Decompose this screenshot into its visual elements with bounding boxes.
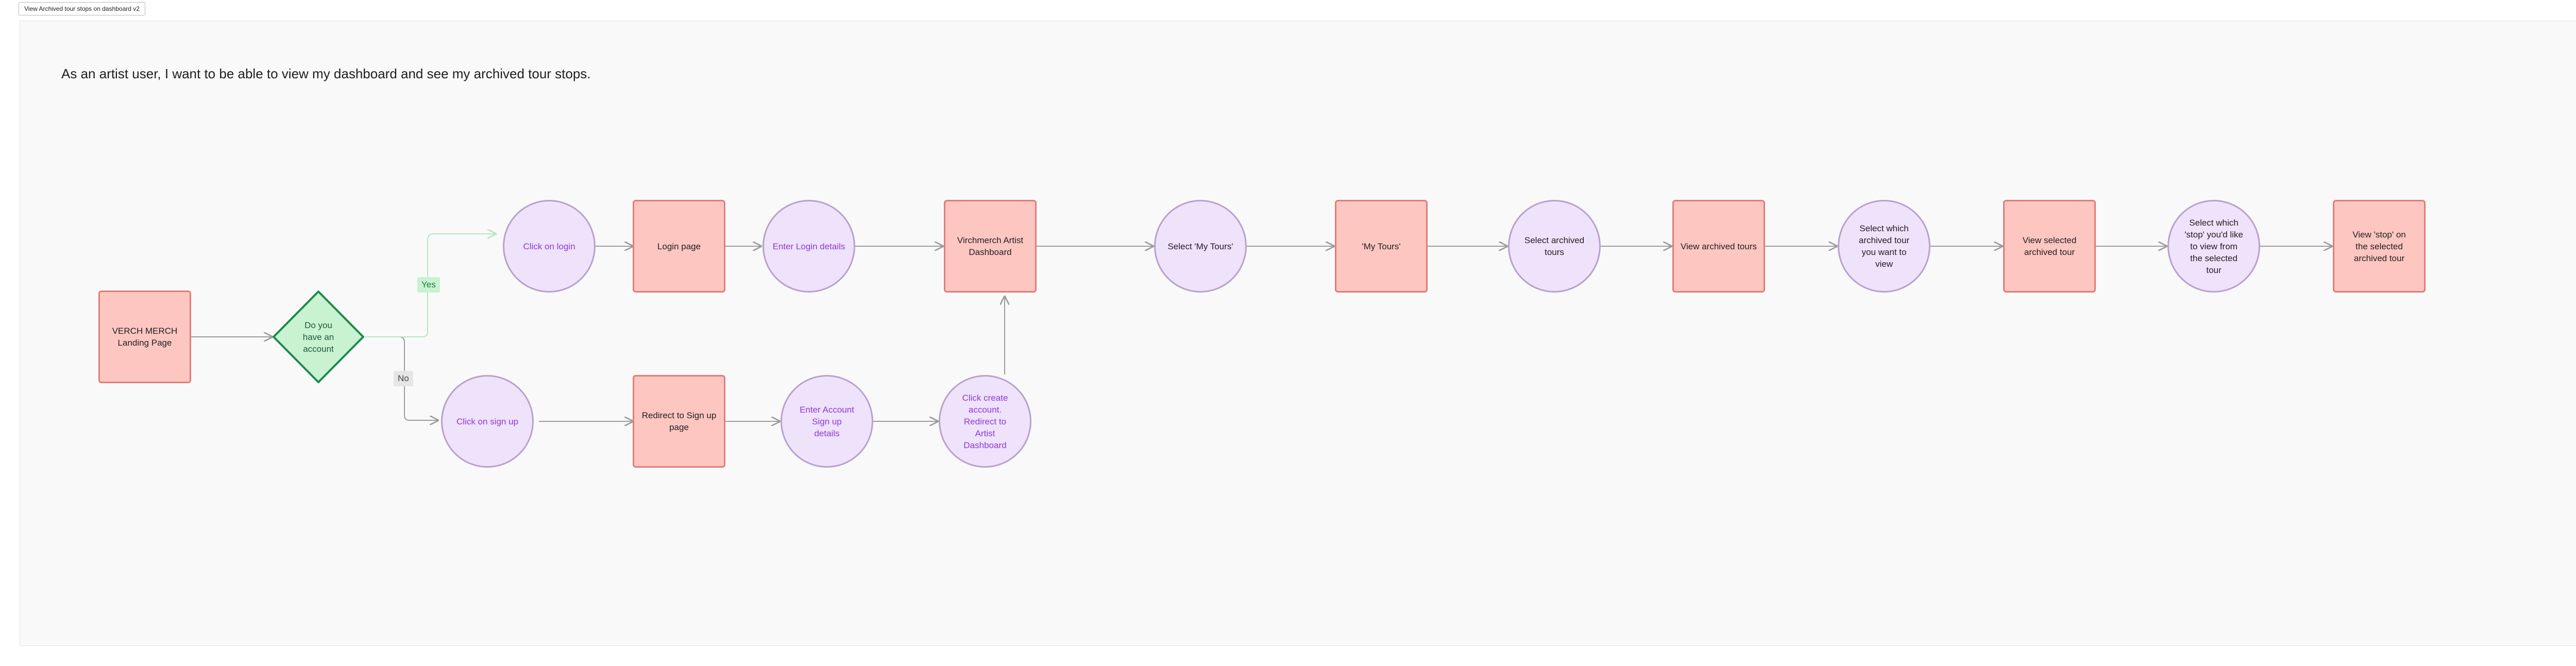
click-create-account-node[interactable]: Click create account. Redirect to Artist… <box>939 375 1031 468</box>
enter-account-node[interactable]: Enter Account Sign up details <box>781 375 873 468</box>
edge-label-yes: Yes <box>417 277 440 293</box>
select-archived-node[interactable]: Select archived tours <box>1508 200 1601 293</box>
frame-tab[interactable]: View Archived tour stops on dashboard v2 <box>19 2 145 15</box>
artist-dashboard-node[interactable]: Virchmerch Artist Dashboard <box>944 200 1037 293</box>
view-selected-node[interactable]: View selected archived tour <box>2003 200 2096 293</box>
login-page-node[interactable]: Login page <box>633 200 725 293</box>
board-heading: As an artist user, I want to be able to … <box>61 66 591 81</box>
click-login-node[interactable]: Click on login <box>503 200 596 293</box>
redirect-signup-node[interactable]: Redirect to Sign up page <box>633 375 725 468</box>
select-which-node[interactable]: Select which archived tour you want to v… <box>1838 200 1930 293</box>
edge-label-no: No <box>394 371 413 386</box>
decision-diamond-shape <box>273 291 364 383</box>
board-frame <box>20 21 2576 646</box>
my-tours-node[interactable]: 'My Tours' <box>1335 200 1428 293</box>
view-stop-node[interactable]: View 'stop' on the selected archived tou… <box>2333 200 2426 293</box>
select-stop-node[interactable]: Select which 'stop' you'd like to view f… <box>2167 200 2260 293</box>
decision-label: Do you have an account <box>302 320 334 354</box>
enter-login-node[interactable]: Enter Login details <box>762 200 855 293</box>
select-my-tours-node[interactable]: Select 'My Tours' <box>1154 200 1247 293</box>
landing-page-node[interactable]: VERCH MERCH Landing Page <box>98 291 191 383</box>
view-archived-node[interactable]: View archived tours <box>1672 200 1765 293</box>
click-signup-node[interactable]: Click on sign up <box>441 375 534 468</box>
account-decision-node[interactable]: Do you have an account <box>272 290 365 384</box>
